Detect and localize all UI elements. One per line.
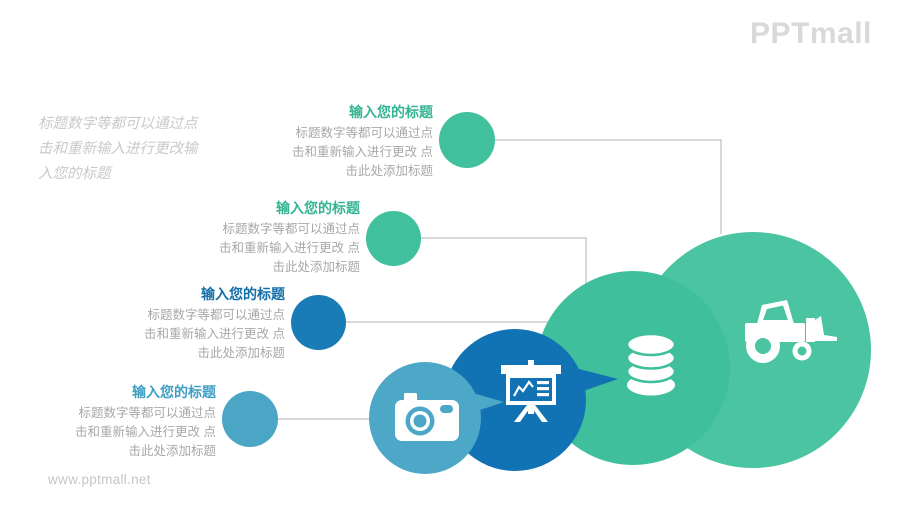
bubble-camera	[369, 362, 481, 474]
text-block-3: 输入您的标题 标题数字等都可以通过点 击和重新输入进行更改 点 击此处添加标题	[85, 286, 285, 363]
bullet-circle-2	[366, 211, 421, 266]
bullet-circle-4	[222, 391, 278, 447]
block-body[interactable]: 标题数字等都可以通过点 击和重新输入进行更改 点 击此处添加标题	[292, 126, 433, 178]
text-block-4: 输入您的标题 标题数字等都可以通过点 击和重新输入进行更改 点 击此处添加标题	[16, 384, 216, 461]
bullet-circle-3	[291, 295, 346, 350]
camera-icon	[395, 393, 459, 441]
site-url: www.pptmall.net	[48, 472, 151, 487]
tractor-icon	[745, 300, 837, 363]
text-block-2: 输入您的标题 标题数字等都可以通过点 击和重新输入进行更改 点 击此处添加标题	[160, 200, 360, 277]
block-body[interactable]: 标题数字等都可以通过点 击和重新输入进行更改 点 击此处添加标题	[219, 222, 360, 274]
block-title[interactable]: 输入您的标题	[276, 200, 360, 216]
block-body[interactable]: 标题数字等都可以通过点 击和重新输入进行更改 点 击此处添加标题	[144, 308, 285, 360]
bullet-circle-1	[439, 112, 495, 168]
block-title[interactable]: 输入您的标题	[132, 384, 216, 400]
pptmall-logo: PPTmall	[750, 17, 872, 50]
block-body[interactable]: 标题数字等都可以通过点 击和重新输入进行更改 点 击此处添加标题	[75, 406, 216, 458]
block-title[interactable]: 输入您的标题	[349, 104, 433, 120]
presentation-chart-icon	[501, 360, 561, 422]
text-block-1: 输入您的标题 标题数字等都可以通过点 击和重新输入进行更改 点 击此处添加标题	[233, 104, 433, 181]
database-icon	[625, 333, 677, 396]
intro-text[interactable]: 标题数字等都可以通过点 击和重新输入进行更改输 入您的标题	[38, 116, 198, 182]
block-title[interactable]: 输入您的标题	[201, 286, 285, 302]
